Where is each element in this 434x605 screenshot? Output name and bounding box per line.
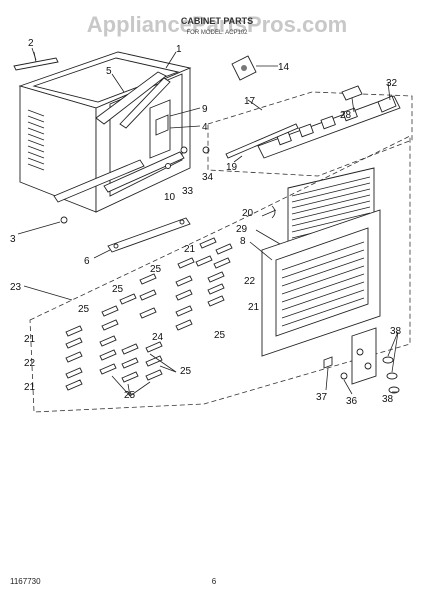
knob-parts [341,85,397,113]
callout-25-left: 25 [112,284,124,295]
callout-19: 19 [226,162,238,173]
side-bracket-part [149,99,171,159]
callout-38-top: 38 [390,326,402,337]
callout-8: 8 [240,236,246,247]
bottom-rail-part [107,217,191,253]
callout-labels: 2 1 5 9 4 33 34 10 14 17 32 28 19 20 29 … [10,38,402,407]
document-number: 1167730 [10,577,41,586]
callout-21-bottom: 21 [24,382,36,393]
callout-33: 33 [182,186,194,197]
callout-10: 10 [164,192,176,203]
callout-5: 5 [106,66,112,77]
callout-21-left: 21 [24,334,36,345]
callout-3: 3 [10,234,16,245]
callout-1: 1 [176,44,182,55]
callout-38-bottom: 38 [382,394,394,405]
callout-22-right: 22 [244,276,256,287]
screw-parts [60,146,210,224]
callout-9: 9 [202,104,208,115]
grille-assembly-group [207,91,413,177]
control-grille-part [225,95,401,159]
front-panel-part [261,209,381,357]
callout-25-lower: 25 [180,366,192,377]
callout-37: 37 [316,392,328,403]
callout-4: 4 [202,122,208,133]
callout-25-top: 25 [150,264,162,275]
callout-32: 32 [386,78,398,89]
page-number: 6 [212,577,217,586]
callout-24: 24 [152,332,164,343]
model-subtitle: FOR MODEL: ACP102 [186,30,248,36]
callout-23: 23 [10,282,22,293]
watermark: AppliancePartsPros.com [87,12,347,37]
leader-lines [17,47,399,397]
callout-28: 28 [340,110,352,121]
callout-6: 6 [84,256,90,267]
callout-17: 17 [244,96,256,107]
callout-25-bottom: 25 [124,390,136,401]
callout-22-left: 22 [24,358,36,369]
callout-34: 34 [202,172,214,183]
callout-25-mid: 25 [78,304,90,315]
callout-36: 36 [346,396,358,407]
callout-14: 14 [278,62,290,73]
callout-20: 20 [242,208,254,219]
callout-25-right: 25 [214,330,226,341]
seal-pieces [65,237,233,391]
gasket-part [95,71,171,129]
switch-part [231,55,257,81]
callout-2: 2 [28,38,34,49]
callout-21-right: 21 [248,302,260,313]
mounting-hardware-part [323,327,400,394]
callout-21-top: 21 [184,244,196,255]
callout-29: 29 [236,224,248,235]
top-rail-part [13,51,59,71]
diagram-title: CABINET PARTS [181,16,253,26]
